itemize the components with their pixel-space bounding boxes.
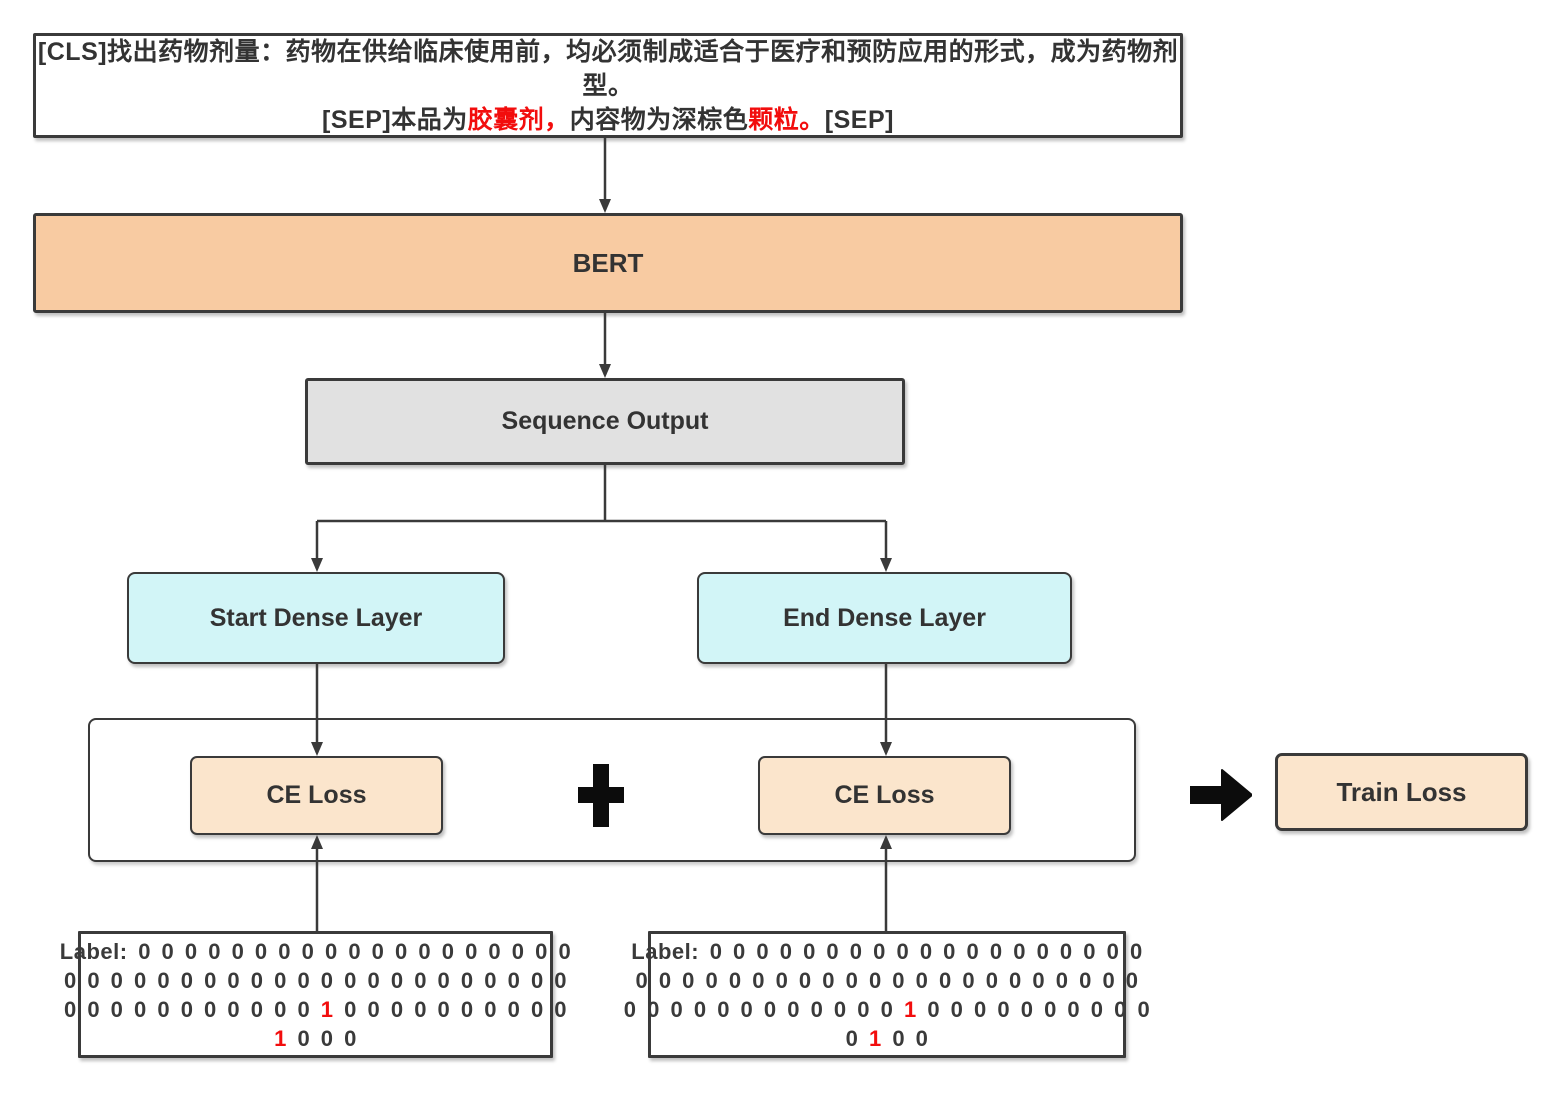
text-run: 0 0 0 0 0 0 0 0 0 0 — [333, 996, 568, 1022]
text-run: 内容物为深棕色 — [569, 105, 749, 134]
label-line: 0 0 0 0 0 0 0 0 0 0 0 0 0 0 0 0 0 0 0 0 … — [64, 966, 567, 995]
highlighted-text: 颗粒。 — [748, 105, 825, 134]
ce-loss-right-label: CE Loss — [834, 781, 935, 809]
highlighted-text: 1 — [868, 1025, 882, 1051]
plus-icon — [578, 764, 624, 827]
highlighted-text: 1 — [320, 996, 334, 1022]
label-line: 0 1 0 0 — [846, 1024, 929, 1053]
block-arrow-icon — [1190, 769, 1252, 821]
end-label-box: Label: 0 0 0 0 0 0 0 0 0 0 0 0 0 0 0 0 0… — [624, 931, 1150, 1058]
highlighted-text: 胶囊剂， — [467, 105, 570, 134]
ce-loss-left-box: CE Loss — [190, 756, 443, 835]
text-run: 0 — [845, 1025, 869, 1051]
sequence-output-label: Sequence Output — [501, 407, 709, 435]
label-line: Label: 0 0 0 0 0 0 0 0 0 0 0 0 0 0 0 0 0… — [60, 937, 571, 966]
text-run: 0 0 0 0 0 0 0 0 0 0 0 0 0 0 0 0 0 0 0 0 … — [635, 967, 1139, 993]
sequence-output-box: Sequence Output — [305, 378, 905, 465]
highlighted-text: 1 — [274, 1025, 287, 1051]
end-dense-layer-label: End Dense Layer — [783, 603, 986, 632]
start-label-box: Label: 0 0 0 0 0 0 0 0 0 0 0 0 0 0 0 0 0… — [60, 931, 571, 1058]
text-run: [CLS]找出药物剂量：药物在供给临床使用前，均必须制成适合于医疗和预防应用的形… — [37, 37, 1179, 100]
plus-icon-horizontal-bar — [578, 787, 624, 803]
label-line: 0 0 0 0 0 0 0 0 0 0 0 0 1 0 0 0 0 0 0 0 … — [624, 995, 1150, 1024]
label-line: Label: 0 0 0 0 0 0 0 0 0 0 0 0 0 0 0 0 0… — [631, 937, 1142, 966]
label-line: 0 0 0 0 0 0 0 0 0 0 0 1 0 0 0 0 0 0 0 0 … — [64, 995, 567, 1024]
text-run: [SEP]本品为 — [322, 105, 468, 134]
text-run: 0 0 0 0 0 0 0 0 0 0 — [916, 996, 1151, 1022]
input-line-1: [CLS]找出药物剂量：药物在供给临床使用前，均必须制成适合于医疗和预防应用的形… — [36, 35, 1180, 103]
text-run: 0 0 0 — [286, 1025, 357, 1051]
start-dense-layer-box: Start Dense Layer — [127, 572, 505, 664]
text-run: Label: 0 0 0 0 0 0 0 0 0 0 0 0 0 0 0 0 0… — [59, 938, 572, 964]
text-run: 0 0 0 0 0 0 0 0 0 0 0 — [63, 996, 321, 1022]
bert-label: BERT — [572, 247, 644, 278]
ce-loss-right-box: CE Loss — [758, 756, 1011, 835]
label-line: 1 0 0 0 — [274, 1024, 357, 1053]
text-run: 0 0 0 0 0 0 0 0 0 0 0 0 0 0 0 0 0 0 0 0 … — [63, 967, 568, 993]
text-run: [SEP] — [824, 105, 894, 134]
input-text-box: [CLS]找出药物剂量：药物在供给临床使用前，均必须制成适合于医疗和预防应用的形… — [33, 33, 1183, 138]
ce-loss-left-label: CE Loss — [266, 781, 367, 809]
text-run: 0 0 0 0 0 0 0 0 0 0 0 0 — [623, 996, 904, 1022]
label-line: 0 0 0 0 0 0 0 0 0 0 0 0 0 0 0 0 0 0 0 0 … — [635, 966, 1138, 995]
start-dense-layer-label: Start Dense Layer — [209, 603, 423, 632]
text-run: Label: 0 0 0 0 0 0 0 0 0 0 0 0 0 0 0 0 0… — [631, 938, 1143, 964]
text-run: 0 0 — [881, 1025, 929, 1051]
train-loss-box: Train Loss — [1275, 753, 1528, 831]
bert-box: BERT — [33, 213, 1183, 313]
highlighted-text: 1 — [903, 996, 917, 1022]
train-loss-label: Train Loss — [1336, 776, 1467, 807]
end-dense-layer-box: End Dense Layer — [697, 572, 1072, 664]
input-line-2: [SEP]本品为胶囊剂，内容物为深棕色颗粒。[SEP] — [322, 103, 894, 137]
